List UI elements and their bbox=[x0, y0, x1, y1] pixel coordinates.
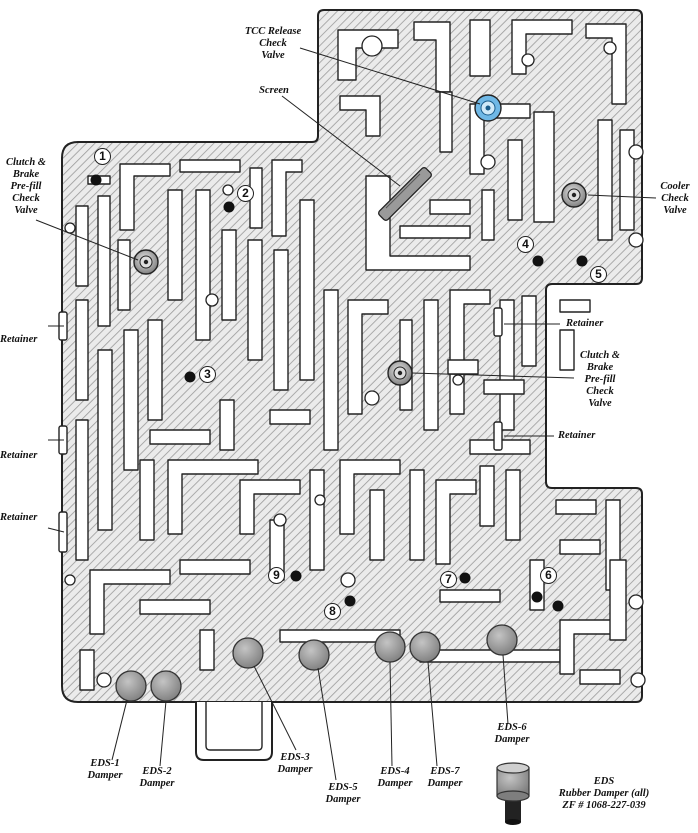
label-eds-6-damper: EDS-6 Damper bbox=[494, 722, 530, 745]
label-eds-rubber-damper: EDS Rubber Damper (all) ZF # 1068-227-03… bbox=[558, 776, 650, 811]
tcc-release-check-valve bbox=[474, 94, 502, 122]
label-eds-5-damper: EDS-5 Damper bbox=[325, 782, 361, 805]
ball-number-2: 2 bbox=[237, 185, 254, 202]
leader-lines bbox=[35, 47, 657, 781]
ball-number-4: 4 bbox=[517, 236, 534, 253]
label-eds-3-damper: EDS-3 Damper bbox=[277, 752, 313, 775]
clutch-brake-check-valve-left bbox=[133, 249, 159, 275]
eds-3-damper bbox=[232, 637, 264, 669]
rubber-damper-illustration bbox=[496, 762, 530, 825]
eds-dampers bbox=[115, 624, 518, 702]
label-retainer-right-top: Retainer bbox=[566, 318, 604, 329]
label-retainer-right-mid: Retainer bbox=[558, 430, 596, 441]
ball-number-5: 5 bbox=[590, 266, 607, 283]
eds-6-damper bbox=[486, 624, 518, 656]
cooler-check-valve bbox=[561, 182, 587, 208]
label-retainer-left-1: Retainer bbox=[0, 334, 38, 345]
label-screen: Screen bbox=[259, 85, 289, 96]
ball-number-6: 6 bbox=[540, 567, 557, 584]
label-eds-4-damper: EDS-4 Damper bbox=[377, 766, 413, 789]
eds-4-damper bbox=[374, 631, 406, 663]
label-retainer-left-2: Retainer bbox=[0, 450, 38, 461]
eds-5-damper bbox=[298, 639, 330, 671]
plate-tab bbox=[195, 702, 273, 761]
label-retainer-left-3: Retainer bbox=[0, 512, 38, 523]
ball-number-3: 3 bbox=[199, 366, 216, 383]
eds-7-damper bbox=[409, 631, 441, 663]
ball-number-9: 9 bbox=[268, 567, 285, 584]
label-clutch-brake-prefill-left: Clutch & Brake Pre-fill Check Valve bbox=[6, 157, 46, 216]
label-eds-2-damper: EDS-2 Damper bbox=[139, 766, 175, 789]
label-cooler-check-valve: Cooler Check Valve bbox=[660, 181, 690, 216]
check-balls bbox=[90, 174, 588, 612]
eds-2-damper bbox=[150, 670, 182, 702]
label-tcc-release-check-valve: TCC Release Check Valve bbox=[244, 26, 302, 61]
label-clutch-brake-prefill-right: Clutch & Brake Pre-fill Check Valve bbox=[580, 350, 620, 409]
label-eds-1-damper: EDS-1 Damper bbox=[87, 758, 123, 781]
plate-holes bbox=[64, 35, 646, 688]
clutch-brake-check-valve-right bbox=[387, 360, 413, 386]
screen bbox=[378, 167, 432, 221]
eds-1-damper bbox=[115, 670, 147, 702]
ball-number-7: 7 bbox=[440, 571, 457, 588]
ball-number-8: 8 bbox=[324, 603, 341, 620]
passage-channels bbox=[75, 19, 635, 691]
ball-number-1: 1 bbox=[94, 148, 111, 165]
label-eds-7-damper: EDS-7 Damper bbox=[427, 766, 463, 789]
